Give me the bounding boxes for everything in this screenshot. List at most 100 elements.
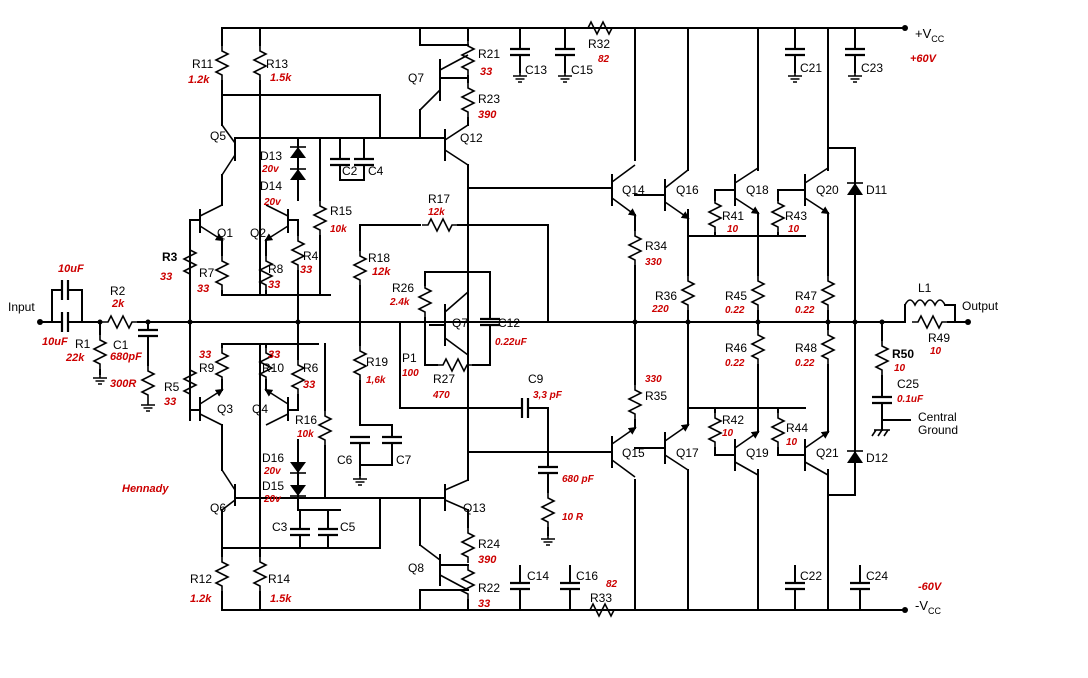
d13-label: D13 (260, 149, 282, 163)
r21-value: 33 (480, 66, 492, 78)
r16-value: 10k (297, 429, 314, 440)
r19-label: R19 (366, 355, 388, 369)
c3-label: C3 (272, 520, 288, 534)
q7-name: Q7 (452, 316, 468, 330)
d14-value: 20v (263, 197, 282, 208)
vcc-neg-value: -60V (918, 581, 943, 593)
r27-label: R27 (433, 372, 455, 386)
vcc-pos-label: +VCC (915, 26, 945, 44)
r33-value: 82 (606, 579, 618, 590)
r49-label: R49 (928, 331, 950, 345)
c12-value: 0.22uF (495, 337, 528, 348)
r44-value: 10 (786, 437, 798, 448)
r5-label: R5 (164, 380, 180, 394)
r33-label: R33 (590, 591, 612, 605)
output-stage (611, 27, 971, 611)
c4-label: C4 (368, 164, 384, 178)
r7-label: R7 (199, 266, 215, 280)
q12-label: Q12 (460, 131, 483, 145)
rin-gnd-value: 300R (110, 378, 136, 390)
c12-label: C12 (498, 316, 520, 330)
r46-value: 0.22 (725, 358, 745, 369)
c24-label: C24 (866, 569, 888, 583)
r14-value: 1.5k (270, 593, 292, 605)
r1-label: R1 (75, 337, 91, 351)
r45-label: R45 (725, 289, 747, 303)
l1-label: L1 (918, 281, 932, 295)
r19-value: 1,6k (366, 375, 386, 386)
differential-stage (183, 204, 861, 426)
r42-value: 10 (722, 428, 734, 439)
r9-value: 33 (199, 349, 211, 361)
r10-value: 33 (268, 349, 280, 361)
r17-value: 12k (428, 207, 445, 218)
r22-label: R22 (478, 581, 500, 595)
c9-value: 3,3 pF (533, 390, 563, 401)
q16-label: Q16 (676, 183, 699, 197)
r26-value: 2.4k (389, 297, 410, 308)
q19-label: Q19 (746, 446, 769, 460)
p1-label: P1 (402, 351, 417, 365)
r18-value: 12k (372, 266, 391, 278)
q13-label: Q13 (463, 501, 486, 515)
r6-value: 33 (303, 379, 315, 391)
supply-rails (221, 25, 908, 613)
r9-label: R9 (199, 361, 215, 375)
q14-label: Q14 (622, 183, 645, 197)
c9-label: C9 (528, 372, 544, 386)
r49-value: 10 (930, 346, 942, 357)
p1-value: 100 (402, 368, 419, 379)
r26-label: R26 (392, 281, 414, 295)
r15-label: R15 (330, 204, 352, 218)
r1-value: 22k (65, 352, 85, 364)
d15-label: D15 (262, 479, 284, 493)
d13-value: 20v (261, 164, 280, 175)
r50-value: 10 (894, 363, 906, 374)
r14-label: R14 (268, 572, 290, 586)
r27-value: 470 (432, 390, 450, 401)
r23-label: R23 (478, 92, 500, 106)
r41-value: 10 (727, 224, 739, 235)
c1-value: 680pF (110, 351, 142, 363)
rail-decoupling (508, 21, 872, 617)
r13-label: R13 (266, 57, 288, 71)
cin1-value: 10uF (58, 263, 84, 275)
c15-label: C15 (571, 63, 593, 77)
r45-value: 0.22 (725, 305, 745, 316)
c14-label: C14 (527, 569, 549, 583)
q1-label: Q1 (217, 226, 233, 240)
r47-value: 0.22 (795, 305, 815, 316)
r41-label: R41 (722, 209, 744, 223)
cin2-value: 10uF (42, 336, 68, 348)
output-label: Output (962, 299, 999, 313)
r43-label: R43 (785, 209, 807, 223)
q17-label: Q17 (676, 446, 699, 460)
vcc-pos-value: +60V (910, 53, 938, 65)
r22-value: 33 (478, 598, 490, 610)
q15-label: Q15 (622, 446, 645, 460)
q2-label: Q2 (250, 226, 266, 240)
d12-label: D12 (866, 451, 888, 465)
input-network (37, 278, 191, 412)
feedback-bias-network (348, 218, 560, 546)
r16-label: R16 (295, 413, 317, 427)
c16-label: C16 (576, 569, 598, 583)
r35-value: 330 (645, 374, 662, 385)
r32-value: 82 (598, 54, 610, 65)
r11-label: R11 (192, 57, 213, 71)
rzobel-value: 10 R (562, 512, 584, 523)
q18-label: Q18 (746, 183, 769, 197)
c25-label: C25 (897, 377, 919, 391)
c21-label: C21 (800, 61, 822, 75)
r7-value: 33 (197, 283, 209, 295)
author-name: Hennady (122, 483, 169, 495)
r44-label: R44 (786, 421, 808, 435)
c6-label: C6 (337, 453, 353, 467)
c2-label: C2 (342, 164, 358, 178)
q5-label: Q5 (210, 129, 226, 143)
vcc-neg-label: -VCC (915, 598, 941, 616)
voltage-amplifier-stage (379, 27, 611, 611)
r11-value: 1.2k (188, 74, 210, 86)
r46-label: R46 (725, 341, 747, 355)
